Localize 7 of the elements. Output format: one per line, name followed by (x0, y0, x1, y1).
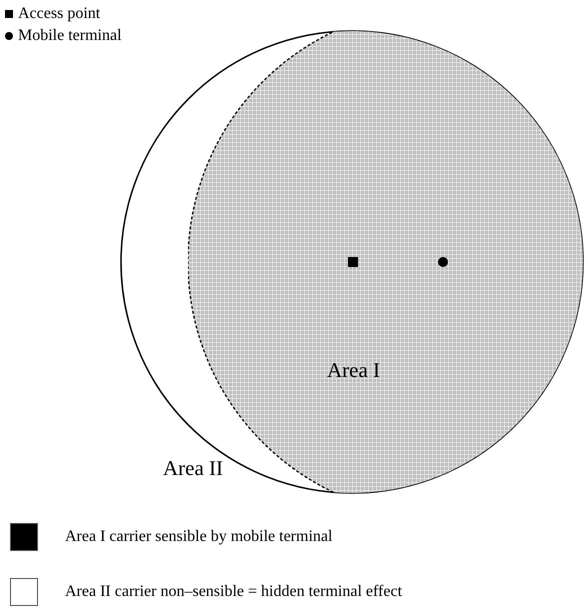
legend-text: Area I carrier sensible by mobile terminal (65, 527, 332, 547)
legend-text: Access point (18, 4, 100, 23)
area-label: Area II (163, 458, 224, 479)
area-label: Area I (327, 360, 380, 381)
legend-text: Area II carrier non–sensible = hidden terminal effect (65, 582, 402, 602)
legend-text: Mobile terminal (18, 26, 122, 45)
access-point-square (348, 257, 358, 267)
